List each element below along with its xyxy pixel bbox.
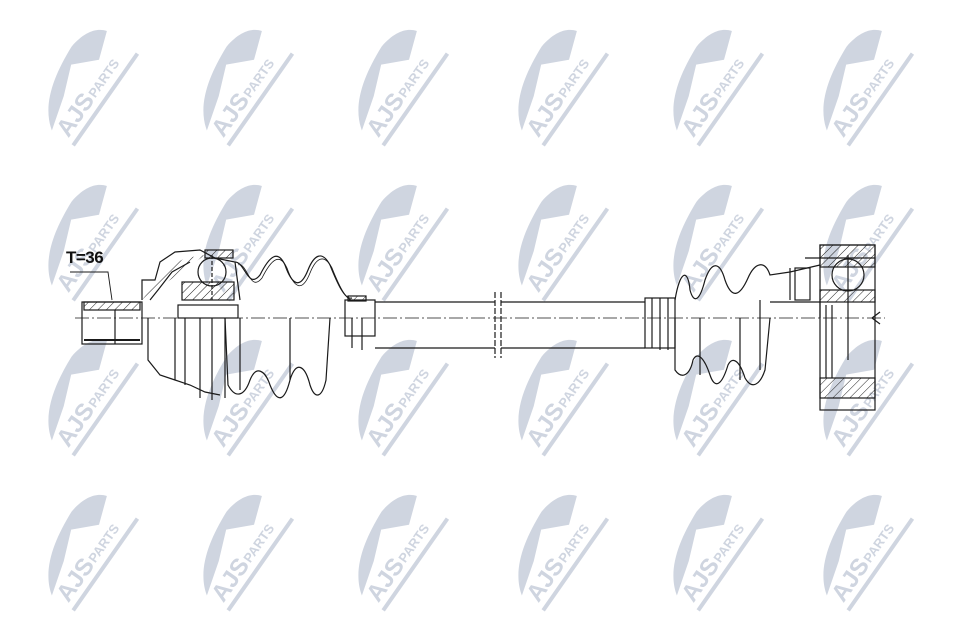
ajs-parts-watermark: AJS PARTS xyxy=(518,29,610,147)
inner-boot xyxy=(644,264,821,386)
ajs-parts-watermark: AJS PARTS xyxy=(48,184,140,302)
annotation-leader xyxy=(70,271,113,301)
teeth-count-label: T=36 xyxy=(66,248,104,267)
ajs-parts-watermark: AJS PARTS xyxy=(358,184,450,302)
outer-cv-joint xyxy=(141,249,241,400)
ajs-parts-watermark: AJS PARTS xyxy=(823,494,915,612)
shaft xyxy=(344,292,645,358)
outer-stub-axle xyxy=(81,301,143,345)
ajs-parts-watermark: AJS PARTS xyxy=(823,29,915,147)
inner-cv-joint xyxy=(805,244,881,411)
outer-boot xyxy=(224,255,355,399)
ajs-parts-watermark: AJS PARTS xyxy=(823,339,915,457)
